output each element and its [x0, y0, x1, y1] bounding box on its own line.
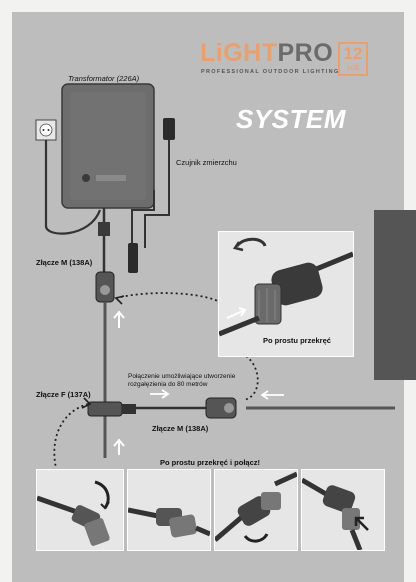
dotted-arrow-left: [53, 403, 89, 469]
dotted-arrow-right: [243, 355, 259, 401]
dusk-sensor-cable: [144, 140, 170, 248]
volt-number: 12: [343, 44, 363, 63]
volt-unit: volt: [346, 63, 360, 72]
transformer-label: Transformator (226A): [68, 74, 140, 83]
dusk-sensor-head: [163, 118, 175, 140]
power-cable: [44, 140, 102, 235]
rotate-arrow-icon: [235, 237, 267, 248]
step-card-3: [214, 469, 298, 551]
transformer-knob: [82, 174, 90, 182]
dusk-sensor-plug: [128, 243, 138, 273]
just-twist-label: Po prostu przekręć: [263, 336, 331, 345]
brand-name: LiGHTPRO: [200, 40, 333, 66]
brand-name-rest: PRO: [277, 39, 334, 67]
branch-note-line1: Połączenie umożliwiające utworzenie: [128, 373, 236, 380]
branch-note-line2: rozgałęzienia do 80 metrów: [128, 381, 208, 388]
connector-m-top-label: Złącze M (138A): [36, 258, 93, 267]
dotted-arrow-top: [115, 292, 221, 303]
brand-logo: LiGHTPRO PROFESSIONAL OUTDOOR LIGHTING 1…: [200, 40, 370, 80]
step-card-1: [36, 469, 124, 551]
step4-connector: [322, 485, 356, 513]
dusk-sensor-label: Czujnik zmierzchu: [176, 158, 237, 167]
connector-f: [87, 401, 123, 417]
twist-and-connect-label: Po prostu przekręć i połącz!: [160, 458, 261, 467]
transformer-display: [96, 175, 126, 181]
side-tab: [374, 210, 416, 380]
connector-closeup: [271, 262, 323, 306]
closeup-card: Po prostu przekręć: [218, 231, 354, 357]
transformer-panel: [70, 92, 146, 200]
step-card-2: [127, 469, 211, 551]
brand-name-highlight: LiGHT: [200, 39, 278, 67]
volt-badge: 12 volt: [338, 42, 368, 76]
connector-m-bottom: [205, 397, 237, 419]
connector-f-label: Złącze F (137A): [36, 390, 91, 399]
system-title: SYSTEM: [236, 104, 346, 134]
power-outlet-icon: [35, 119, 57, 141]
step-card-4: [301, 469, 385, 551]
connector-m-bottom-label: Złącze M (138A): [152, 424, 209, 433]
brand-tagline: PROFESSIONAL OUTDOOR LIGHTING: [201, 69, 340, 75]
